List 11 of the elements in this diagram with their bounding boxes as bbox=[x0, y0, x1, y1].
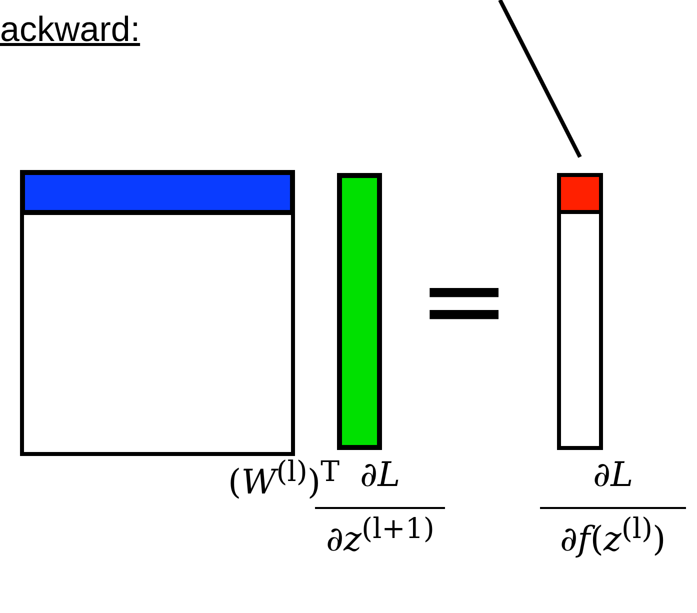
fraction-numerator: ∂L bbox=[593, 455, 634, 495]
math-expression: (W$^{(l)}$)$^{T}$ bbox=[228, 455, 340, 502]
matrix-box bbox=[20, 170, 295, 456]
leader-line bbox=[498, 0, 582, 158]
fraction-numerator: ∂L bbox=[360, 455, 400, 495]
equals-sign: = bbox=[418, 245, 510, 355]
section-heading: ackward: bbox=[0, 10, 140, 50]
result-vector bbox=[557, 173, 603, 450]
fraction-denominator: ∂z$^{(l+1)}$ bbox=[326, 512, 434, 560]
fraction-denominator: ∂f(z$^{(l)}$) bbox=[560, 512, 666, 560]
gradient-vector bbox=[337, 173, 382, 450]
